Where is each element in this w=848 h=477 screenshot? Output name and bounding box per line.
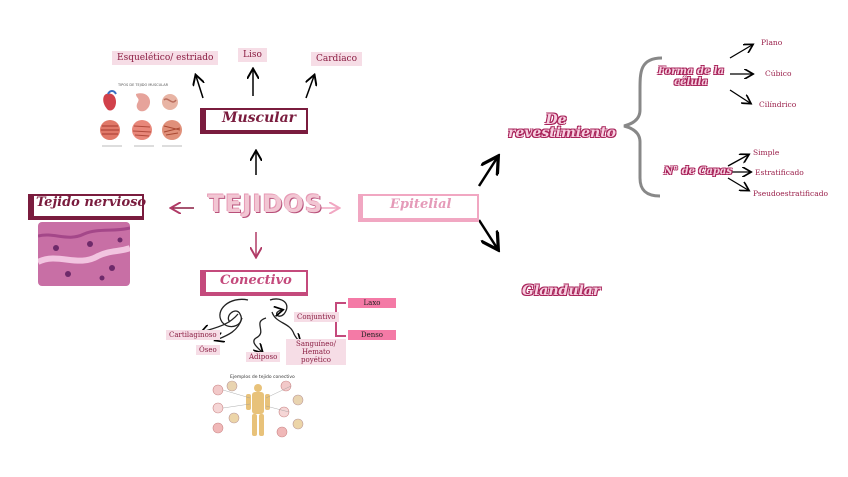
forma-cilindrico: Cilíndrico [759,100,796,109]
central-title: TEJIDOS [208,190,323,218]
arrow-to-plano [730,45,752,58]
swirl-adiposo [254,318,266,352]
nervioso-image [38,222,130,286]
tag-cardiaco: Cardíaco [311,52,362,66]
tag-conjuntivo: Conjuntivo [294,312,339,322]
capas-label: N° de Capas [664,166,732,177]
epitelial-title: Epitelial [390,197,451,212]
tag-oseo: Óseo [196,345,220,355]
laxo-badge: Laxo [348,298,396,308]
conectivo-title: Conectivo [220,273,292,288]
tag-adiposo: Adiposo [246,352,280,362]
sanguineo-label: Sanguíneo/ Hemato poyético [296,340,336,364]
forma-label: Forma de la célula [656,66,726,88]
arrow-to-cardiaco [306,76,314,98]
capas-pseudo: Pseudoestratificado [753,189,828,198]
capas-estratificado: Estratificado [755,168,804,177]
arrow-to-glandular [479,220,497,248]
muscular-image: TIPOS DE TEJIDO MUSCULAR [98,80,186,152]
conectivo-image: Ejemplos de tejido conectivo [204,372,312,440]
tag-esqueletico: Esquelético/ estriado [112,51,218,65]
glandular-title: Glandular [522,283,600,299]
arrow-to-esqueletico [196,76,203,98]
forma-plano: Plano [761,38,782,47]
capas-simple: Simple [753,148,779,157]
revestimiento-label: De revestimiento [508,112,616,141]
conectivo-image-caption: Ejemplos de tejido conectivo [230,374,295,380]
arrow-to-pseudo [728,178,748,190]
laxo-label: Laxo [364,299,381,307]
tag-sanguineo: Sanguíneo/ Hemato poyético [286,339,346,365]
muscular-title: Muscular [222,110,296,126]
revestimiento-title: De revestimiento [508,114,604,140]
denso-badge: Denso [348,330,396,340]
arrow-to-cilindrico [730,90,750,103]
tag-liso: Liso [238,48,267,62]
tag-cartilaginoso: Cartilaginoso [166,330,220,340]
swirl-cartilaginoso [220,299,248,326]
arrow-to-simple [728,155,748,166]
nervioso-title: Tejido nervioso [36,195,146,210]
arrow-to-revestimiento [479,158,497,186]
muscular-image-caption: TIPOS DE TEJIDO MUSCULAR [117,83,169,87]
denso-label: Denso [361,331,383,339]
forma-cubico: Cúbico [765,69,791,78]
